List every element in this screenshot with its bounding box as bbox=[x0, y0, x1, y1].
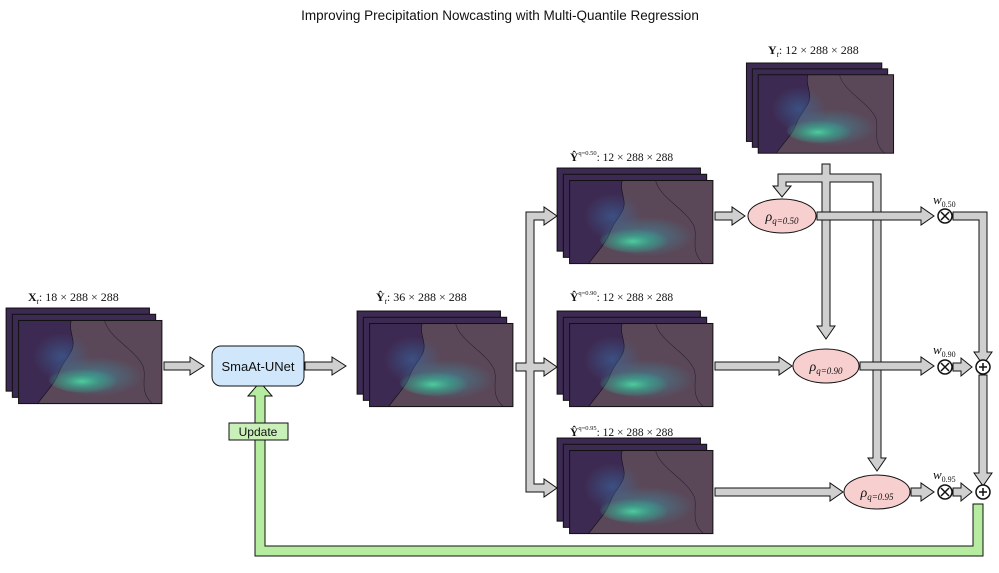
smaat-unet-model: SmaAt-UNet bbox=[211, 345, 305, 387]
loss-090 bbox=[792, 348, 860, 384]
update-box: Update bbox=[228, 422, 289, 441]
target-distribution-arrows bbox=[771, 163, 887, 472]
loss-095 bbox=[843, 474, 911, 510]
update-label: Update bbox=[239, 425, 278, 439]
quantile-branch-090: Ŷq=0.90: 12 × 288 × 288 ρq=0.90 w0.90 bbox=[557, 290, 993, 487]
loss-050 bbox=[747, 198, 817, 234]
quantile-branch-050: Ŷq=0.50: 12 × 288 × 288 ρq=0.50 w0.50 bbox=[557, 150, 993, 366]
weight-050: w0.50 bbox=[933, 192, 956, 209]
prediction-label: Ŷt: 36 × 288 × 288 bbox=[376, 290, 467, 306]
split-arrows bbox=[515, 206, 558, 498]
quantile-050-label: Ŷq=0.50: 12 × 288 × 288 bbox=[570, 150, 673, 164]
target-tensor: Yt: 12 × 288 × 288 bbox=[746, 43, 893, 153]
input-label: Xt: 18 × 288 × 288 bbox=[28, 290, 119, 306]
update-feedback-arrow bbox=[246, 381, 984, 557]
quantile-095-label: Ŷq=0.95: 12 × 288 × 288 bbox=[570, 425, 673, 439]
loss-050-label: ρq=0.50 bbox=[764, 210, 799, 226]
arrow-input-to-model bbox=[163, 356, 205, 376]
weight-090: w0.90 bbox=[933, 342, 956, 359]
input-tensor: Xt: 18 × 288 × 288 bbox=[6, 290, 162, 404]
arrow-model-to-prediction bbox=[304, 356, 347, 376]
model-label: SmaAt-UNet bbox=[222, 359, 295, 374]
diagram-title: Improving Precipitation Nowcasting with … bbox=[301, 8, 699, 23]
quantile-branch-095: Ŷq=0.95: 12 × 288 × 288 ρq=0.95 w0.95 bbox=[557, 425, 991, 534]
loss-090-label: ρq=0.90 bbox=[808, 360, 843, 376]
prediction-tensor: Ŷt: 36 × 288 × 288 bbox=[357, 290, 513, 407]
quantile-090-label: Ŷq=0.90: 12 × 288 × 288 bbox=[570, 290, 673, 304]
loss-095-label: ρq=0.95 bbox=[859, 486, 894, 502]
target-label: Yt: 12 × 288 × 288 bbox=[768, 43, 859, 59]
weight-095: w0.95 bbox=[933, 467, 956, 484]
